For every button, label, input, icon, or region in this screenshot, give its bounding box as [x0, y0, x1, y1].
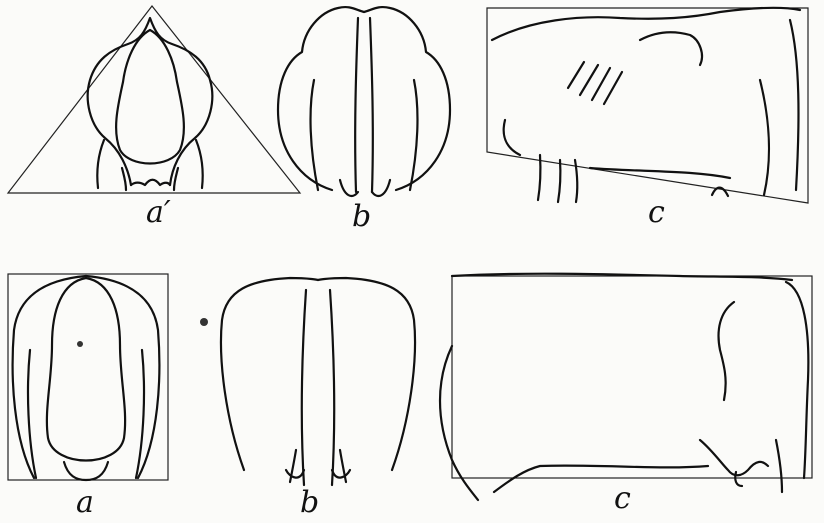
right-leg-line — [410, 80, 417, 190]
front-leg-2 — [558, 160, 560, 202]
side-view-figure-c-bottom — [440, 274, 812, 500]
tail-right-line — [330, 290, 334, 485]
left-leg-line — [28, 350, 36, 478]
rump-outline — [47, 278, 125, 461]
tail-left-line — [355, 18, 358, 192]
rear-body-outline — [88, 18, 213, 185]
hip-line — [719, 302, 734, 400]
ink-speck — [77, 341, 83, 347]
udder-outline — [131, 180, 170, 185]
tail-right-line — [370, 18, 373, 192]
rump-outline — [116, 30, 184, 164]
label-bottom-c: c — [614, 484, 631, 514]
back-line — [492, 8, 800, 40]
rear-body-outline — [13, 276, 160, 478]
label-bottom-a: a — [76, 488, 94, 518]
left-hind-leg — [97, 140, 104, 188]
udder-outline — [700, 440, 768, 475]
left-leg-line — [311, 80, 318, 190]
rear-view-figure-b-top — [278, 7, 450, 196]
label-bottom-b: b — [300, 488, 319, 518]
hip-line — [640, 32, 702, 65]
back-line — [452, 274, 792, 280]
inner-leg-right — [174, 168, 178, 190]
front-leg-1 — [538, 155, 540, 200]
tail-line — [786, 282, 808, 478]
rear-view-triangle-figure — [8, 6, 300, 193]
udder-right — [372, 180, 390, 196]
shoulder-line — [440, 346, 478, 500]
shoulder-line — [504, 120, 520, 155]
rear-view-rectangle-figure — [8, 274, 168, 480]
label-top-c: c — [648, 198, 665, 228]
rectangle-frame — [452, 276, 812, 478]
udder-left — [286, 470, 304, 478]
udder-outline — [64, 462, 108, 480]
label-top-a: a′ — [146, 198, 171, 228]
rib-line-1 — [580, 65, 598, 95]
thigh-line — [760, 80, 769, 195]
rear-view-figure-b-bottom — [200, 278, 415, 485]
right-hind-leg — [196, 140, 203, 188]
rib-line-4 — [568, 62, 584, 88]
right-leg-line — [136, 350, 144, 478]
front-leg-3 — [575, 160, 577, 202]
ink-speck — [200, 318, 208, 326]
triangle-frame — [8, 6, 300, 193]
belly-line — [494, 466, 708, 492]
rear-body-outline — [221, 278, 415, 470]
rib-line-3 — [604, 72, 622, 104]
inner-leg-left — [122, 168, 126, 190]
tail-line — [790, 20, 798, 190]
belly-line — [590, 168, 730, 178]
hind-leg-line — [776, 440, 782, 492]
rear-body-outline — [278, 7, 450, 190]
tail-left-line — [302, 290, 306, 485]
side-view-figure-c-top — [487, 8, 808, 203]
udder-right — [332, 470, 350, 478]
label-top-b: b — [352, 202, 371, 232]
rib-line-2 — [592, 68, 610, 100]
